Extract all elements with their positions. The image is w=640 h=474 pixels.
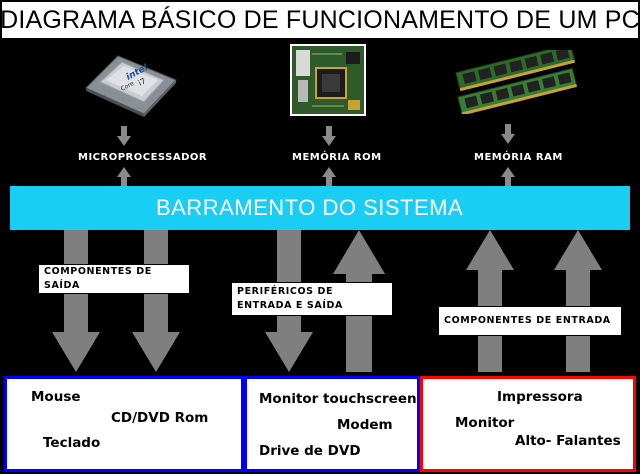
ram-modules-image — [455, 50, 578, 114]
input-device-item: Alto- Falantes — [515, 433, 621, 449]
input-device-item: Monitor — [455, 415, 515, 431]
io-device-item: Modem — [337, 417, 393, 433]
output-device-item: Teclado — [43, 435, 101, 451]
output-device-item: CD/DVD Rom — [111, 410, 209, 426]
system-bus-label: BARRAMENTO DO SISTEMA — [156, 195, 464, 220]
output-components-label: COMPONENTES DE SAÍDA — [38, 264, 190, 294]
input-up-arrow-1 — [466, 230, 514, 372]
io-device-item: Monitor touchscreen — [259, 391, 417, 407]
cpu-model-text: i7 — [137, 76, 148, 87]
system-bus: BARRAMENTO DO SISTEMA — [10, 186, 630, 230]
ram-label: MEMÓRIA RAM — [474, 152, 563, 163]
io-device-item: Drive de DVD — [259, 443, 361, 459]
cpu-label: MICROPROCESSADOR — [78, 152, 208, 163]
io-peripherals-label: PERIFÉRICOS DE ENTRADA E SAÍDA — [231, 282, 393, 316]
rom-up-arrow — [322, 167, 336, 187]
cpu-down-arrow — [117, 126, 131, 146]
io-devices-group: Monitor touchscreen Modem Drive de DVD — [244, 376, 420, 472]
cpu-chip-image: intel Core i7 — [85, 55, 177, 117]
output-device-item: Mouse — [31, 389, 81, 405]
input-up-arrow-2 — [554, 230, 602, 372]
rom-down-arrow — [322, 126, 336, 146]
rom-label: MEMÓRIA ROM — [292, 152, 382, 163]
rom-board-image — [290, 44, 366, 116]
output-down-arrow-2 — [132, 230, 180, 372]
diagram-title: DIAGRAMA BÁSICO DE FUNCIONAMENTO DE UM P… — [0, 5, 640, 34]
input-components-label: COMPONENTES DE ENTRADA — [438, 306, 622, 336]
cpu-up-arrow — [117, 167, 131, 187]
title-bar: DIAGRAMA BÁSICO DE FUNCIONAMENTO DE UM P… — [0, 0, 640, 40]
output-down-arrow-1 — [52, 230, 100, 372]
input-devices-group: Impressora Monitor Alto- Falantes — [420, 376, 636, 472]
output-devices-group: Mouse CD/DVD Rom Teclado — [4, 376, 244, 472]
input-device-item: Impressora — [497, 389, 583, 405]
ram-up-arrow — [501, 167, 515, 187]
ram-down-arrow — [501, 124, 515, 144]
